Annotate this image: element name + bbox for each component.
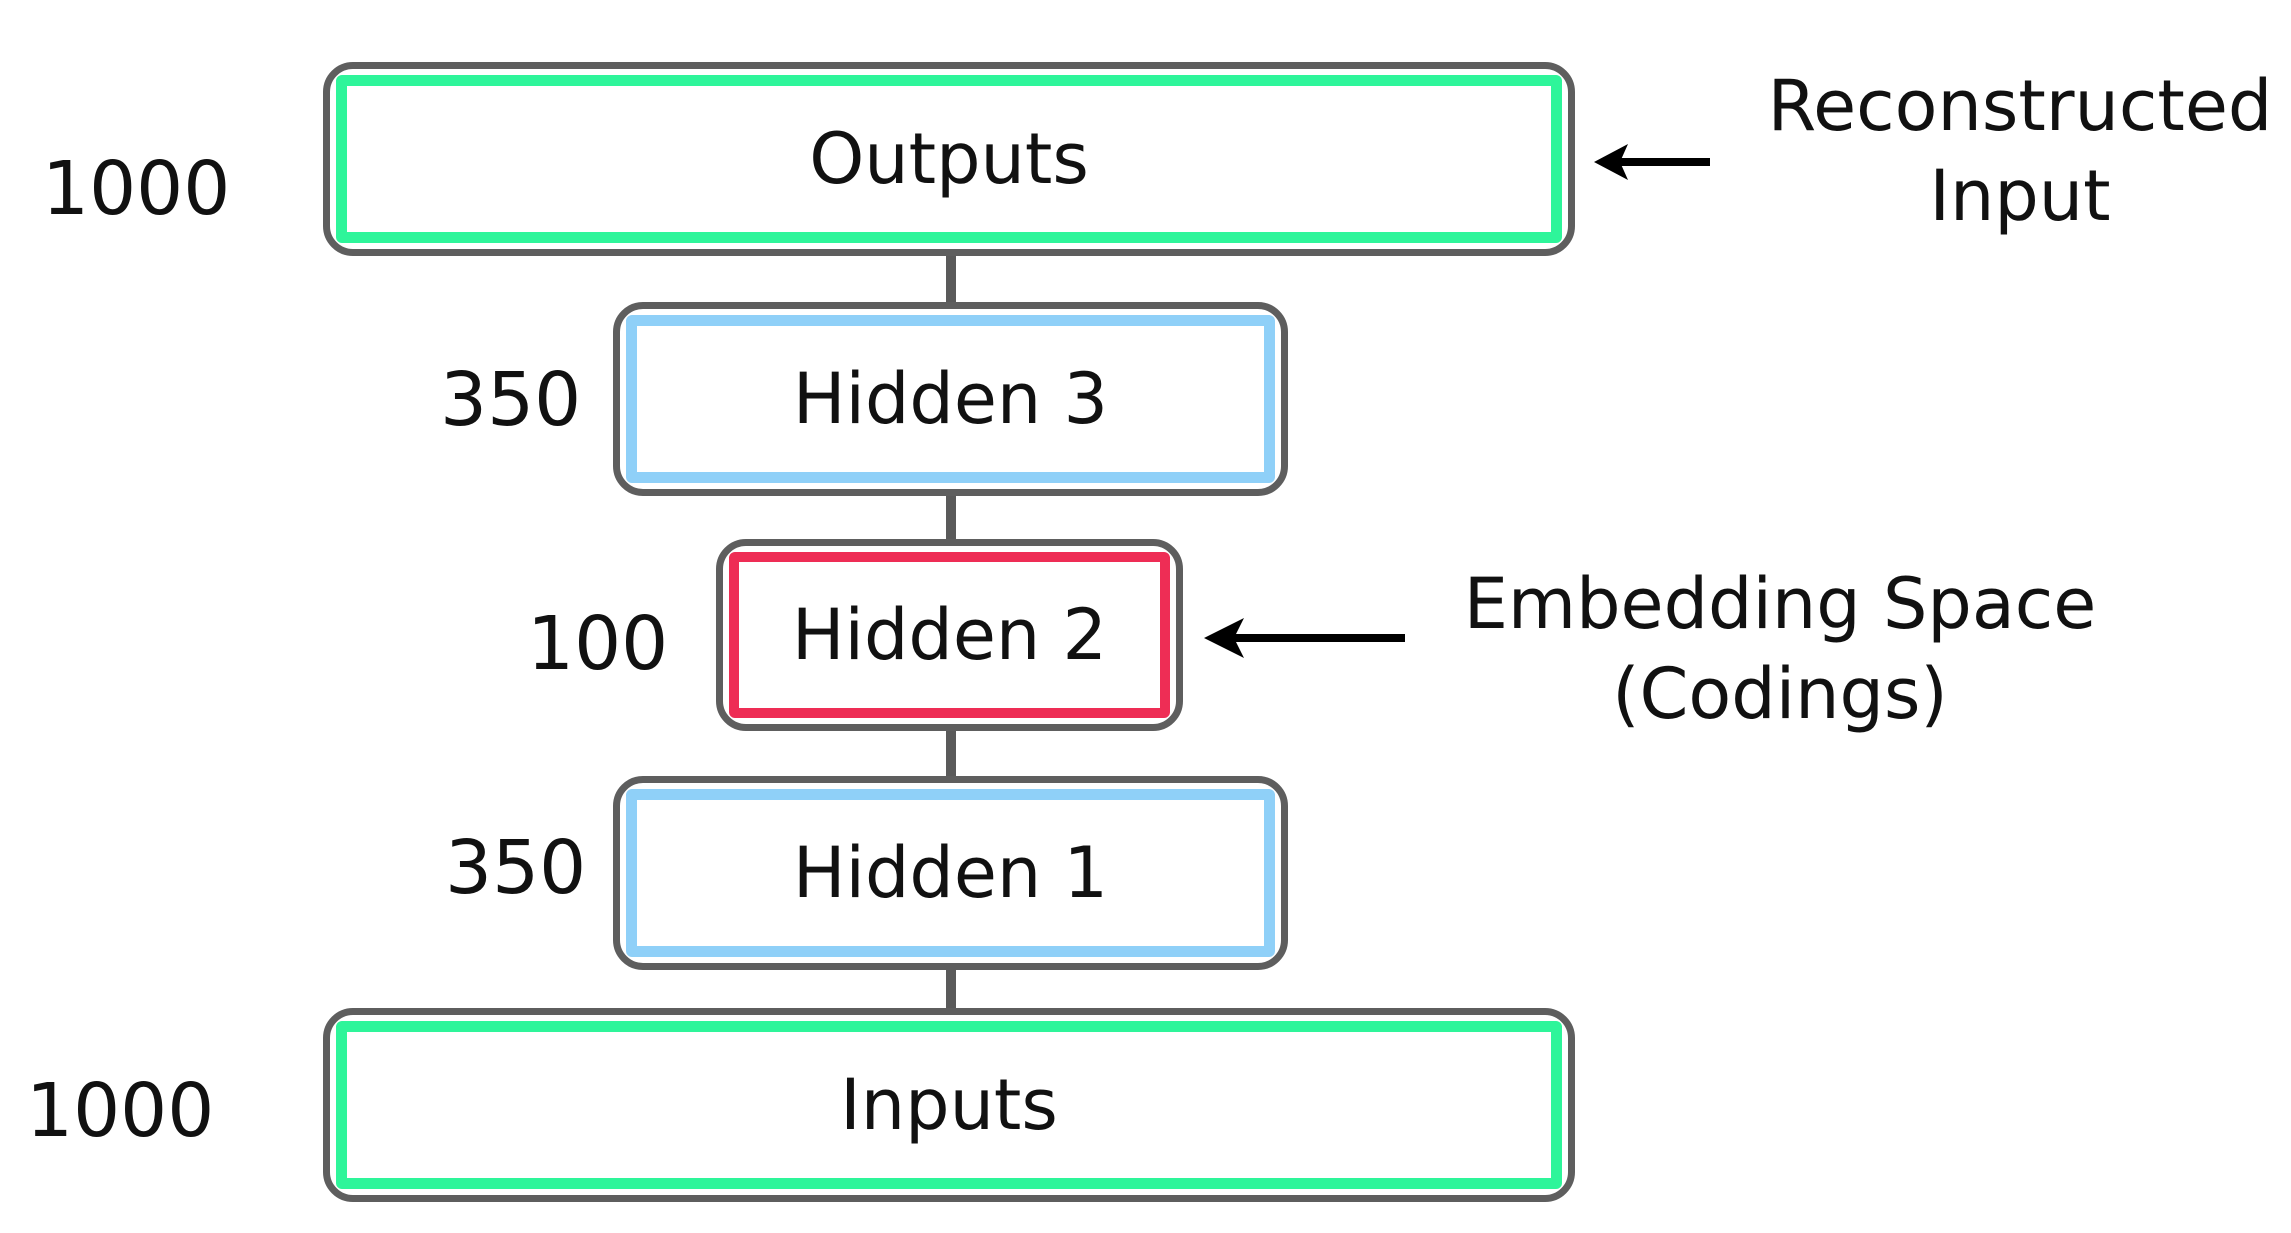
connector-hidden3-hidden2 <box>946 490 956 552</box>
embedding-arrow-icon <box>1204 618 1405 658</box>
hidden1-layer-inner: Hidden 1 <box>626 789 1275 957</box>
hidden1-size-label: 350 <box>445 825 587 911</box>
embedding-line2: (Codings) <box>1612 652 1948 735</box>
inputs-layer-inner: Inputs <box>336 1021 1562 1189</box>
outputs-layer-inner: Outputs <box>336 75 1562 243</box>
inputs-layer-label: Inputs <box>840 1064 1058 1146</box>
reconstructed-arrow-icon <box>1594 144 1710 180</box>
hidden3-size-label: 350 <box>440 357 582 443</box>
embedding-space-note: Embedding Space (Codings) <box>1460 560 2100 739</box>
embedding-line1: Embedding Space <box>1463 563 2097 645</box>
inputs-layer-box: Inputs <box>323 1008 1575 1202</box>
hidden3-layer-box: Hidden 3 <box>613 302 1288 496</box>
hidden2-layer-box: Hidden 2 <box>716 539 1183 731</box>
connector-hidden1-inputs <box>946 965 956 1023</box>
outputs-layer-box: Outputs <box>323 62 1575 256</box>
connector-hidden2-hidden1 <box>946 725 956 787</box>
reconstructed-input-note: Reconstructed Input <box>1760 62 2280 241</box>
hidden1-layer-label: Hidden 1 <box>792 832 1109 914</box>
connector-outputs-hidden3 <box>946 250 956 310</box>
outputs-layer-label: Outputs <box>809 118 1089 200</box>
hidden2-layer-inner: Hidden 2 <box>729 552 1170 718</box>
reconstructed-line2: Input <box>1929 154 2111 237</box>
hidden3-layer-label: Hidden 3 <box>792 358 1109 440</box>
hidden1-layer-box: Hidden 1 <box>613 776 1288 970</box>
hidden3-layer-inner: Hidden 3 <box>626 315 1275 483</box>
hidden2-size-label: 100 <box>527 601 669 687</box>
hidden2-layer-label: Hidden 2 <box>791 594 1108 676</box>
inputs-size-label: 1000 <box>26 1068 215 1154</box>
reconstructed-line1: Reconstructed <box>1767 65 2273 147</box>
outputs-size-label: 1000 <box>42 146 231 232</box>
